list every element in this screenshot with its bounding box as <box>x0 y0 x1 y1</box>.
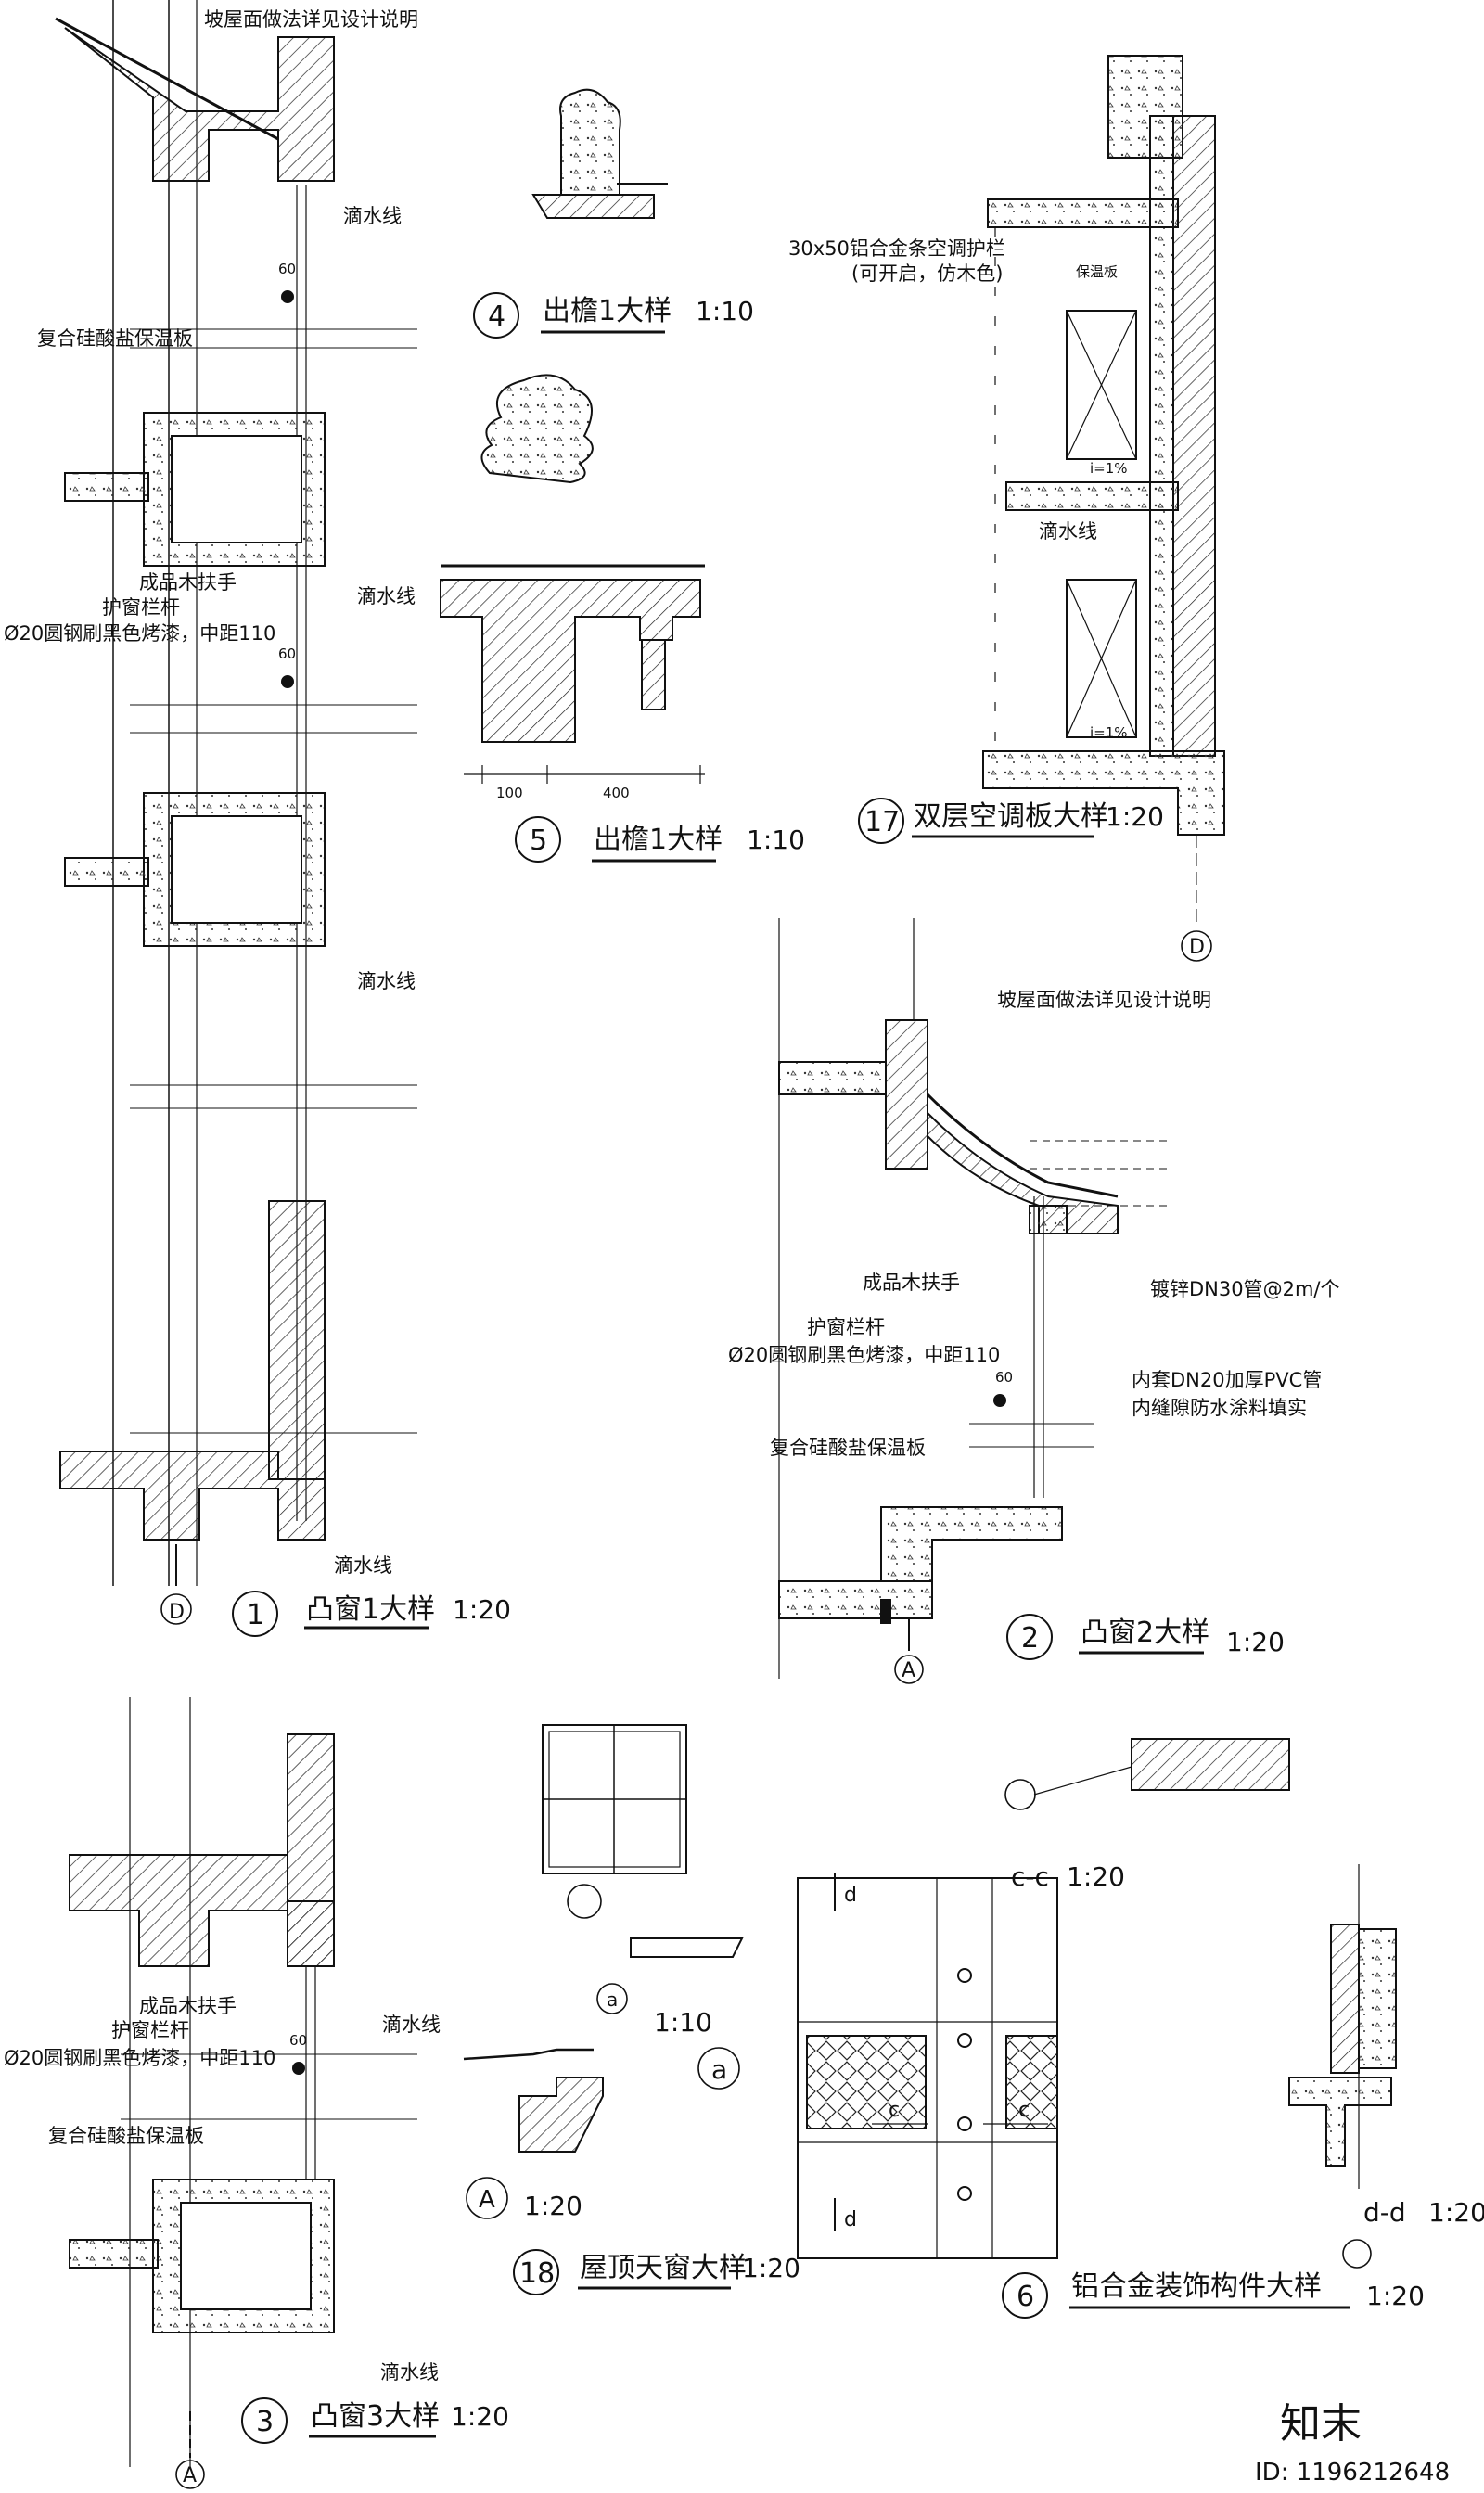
svg-text:2: 2 <box>1021 1622 1039 1655</box>
d2-axis-a: A <box>902 1659 915 1682</box>
d6-c-left: c <box>889 2099 900 2122</box>
d18-a-marker: a <box>607 1988 618 2011</box>
svg-text:4: 4 <box>488 300 505 333</box>
d17-axis-d: D <box>1189 936 1205 959</box>
d3-handrail: 成品木扶手 <box>139 1995 237 2017</box>
d1-guard-spec: Ø20圆钢刷黑色烤漆，中距110 <box>4 622 275 645</box>
d1-roof-note: 坡屋面做法详见设计说明 <box>204 8 418 31</box>
d3-axis-a: A <box>183 2464 197 2487</box>
svg-text:1:20: 1:20 <box>451 2401 509 2432</box>
d1-insulation: 复合硅酸盐保温板 <box>37 327 193 350</box>
d2-guard-spec: Ø20圆钢刷黑色烤漆，中距110 <box>728 1344 1000 1366</box>
d1-handrail: 成品木扶手 <box>139 571 237 594</box>
svg-text:凸窗2大样: 凸窗2大样 <box>1081 1617 1209 1649</box>
svg-text:18: 18 <box>519 2257 555 2290</box>
d2-handrail: 成品木扶手 <box>863 1272 960 1294</box>
svg-text:1:20: 1:20 <box>1366 2281 1425 2311</box>
d5-dim100: 100 <box>496 785 523 801</box>
d6-title-block: 6 铝合金装饰构件大样 1:20 <box>1002 2270 1425 2319</box>
svg-text:1: 1 <box>247 1599 264 1631</box>
d6-c-right: c <box>1018 2099 1030 2122</box>
svg-text:屋顶天窗大样: 屋顶天窗大样 <box>580 2252 747 2284</box>
d3-insulation: 复合硅酸盐保温板 <box>48 2125 204 2147</box>
d6-dd-scale: 1:20 <box>1428 2197 1484 2228</box>
detail-6-aluminum-component <box>797 1738 1397 2269</box>
d3-drip-1: 滴水线 <box>382 2014 441 2036</box>
d17-slope-2: i=1% <box>1090 724 1128 741</box>
d18-A-scale: 1:20 <box>524 2191 582 2221</box>
d17-insul: 保温板 <box>1076 263 1118 280</box>
d2-pipe1: 镀锌DN30管@2m/个 <box>1150 1278 1340 1300</box>
d2-insulation: 复合硅酸盐保温板 <box>770 1437 926 1459</box>
d2-pipe3: 内缝隙防水涂料填实 <box>1132 1397 1307 1419</box>
svg-text:1:20: 1:20 <box>742 2253 800 2283</box>
d5-title-block: 5 出檐1大样 1:10 <box>515 816 805 863</box>
d2-roof-note: 坡屋面做法详见设计说明 <box>997 989 1211 1011</box>
d3-drip-2: 滴水线 <box>380 2361 439 2384</box>
svg-text:6: 6 <box>1017 2281 1034 2313</box>
detail-1-bay-window <box>55 0 417 1625</box>
d3-dim60: 60 <box>289 2032 307 2049</box>
detail-3-bay-window <box>69 1697 417 2489</box>
svg-text:1:10: 1:10 <box>747 825 805 855</box>
d6-d-top: d <box>844 1884 857 1907</box>
d2-guard-bar: 护窗栏杆 <box>807 1316 885 1338</box>
d1-drip-4: 滴水线 <box>334 1554 392 1577</box>
detail-18-skylight <box>463 1724 744 2219</box>
d1-axis-d: D <box>169 1601 185 1624</box>
d1-dim60-1: 60 <box>278 261 296 277</box>
svg-text:凸窗1大样: 凸窗1大样 <box>306 1593 435 1626</box>
d6-d-bottom: d <box>844 2208 857 2231</box>
d18-title-block: 18 屋顶天窗大样 1:20 <box>513 2249 800 2295</box>
d17-drip: 滴水线 <box>1039 520 1097 543</box>
d4-title-block: 4 出檐1大样 1:10 <box>473 292 754 339</box>
svg-text:双层空调板大样: 双层空调板大样 <box>914 800 1108 833</box>
d17-title-block: 17 双层空调板大样 1:20 <box>858 798 1164 844</box>
svg-text:1:20: 1:20 <box>1226 1627 1285 1657</box>
svg-text:凸窗3大样: 凸窗3大样 <box>311 2400 440 2433</box>
svg-text:出檐1大样: 出檐1大样 <box>543 295 672 327</box>
svg-text:1:20: 1:20 <box>1106 801 1164 832</box>
svg-text:5: 5 <box>530 825 547 857</box>
d1-drip-1: 滴水线 <box>343 205 402 227</box>
detail-5-eave <box>440 374 705 784</box>
d6-dd-label: d-d <box>1363 2197 1406 2228</box>
d5-dim400: 400 <box>603 785 630 801</box>
d18-A-bubble: A <box>479 2186 495 2214</box>
detail-4-eave <box>531 88 668 219</box>
svg-text:17: 17 <box>864 806 900 838</box>
d18-a-bubble: a <box>711 2054 727 2085</box>
d2-dim60: 60 <box>995 1369 1013 1386</box>
d1-drip-2: 滴水线 <box>357 585 416 607</box>
d18-a-scale: 1:10 <box>654 2007 712 2038</box>
svg-text:出檐1大样: 出檐1大样 <box>594 824 723 856</box>
d2-title-block: 2 凸窗2大样 1:20 <box>1006 1614 1285 1660</box>
d6-cc-scale: 1:20 <box>1067 1861 1125 1892</box>
d3-guard-bar: 护窗栏杆 <box>111 2019 189 2041</box>
detail-2-bay-window <box>778 918 1169 1684</box>
brand-logo: 知末 <box>1280 2400 1362 2448</box>
svg-text:1:10: 1:10 <box>696 296 754 326</box>
d1-drip-3: 滴水线 <box>357 970 416 992</box>
svg-text:1:20: 1:20 <box>453 1594 511 1625</box>
d17-ac-rail-2: (可开启，仿木色) <box>851 262 1003 285</box>
svg-text:3: 3 <box>256 2406 274 2438</box>
brand-id: ID: 1196212648 <box>1255 2459 1450 2487</box>
detail-17-ac-slab <box>982 55 1225 962</box>
d1-title-block: 1 凸窗1大样 1:20 <box>232 1591 511 1637</box>
svg-text:铝合金装饰构件大样: 铝合金装饰构件大样 <box>1071 2270 1322 2303</box>
d3-title-block: 3 凸窗3大样 1:20 <box>241 2397 509 2444</box>
d17-ac-rail: 30x50铝合金条空调护栏 <box>788 237 1005 260</box>
d2-pipe2: 内套DN20加厚PVC管 <box>1132 1369 1322 1391</box>
d1-guard-bar: 护窗栏杆 <box>102 596 180 619</box>
d1-dim60-2: 60 <box>278 646 296 662</box>
d3-guard-spec: Ø20圆钢刷黑色烤漆，中距110 <box>4 2047 275 2069</box>
brand-watermark: 知末 ID: 1196212648 <box>1255 2400 1450 2487</box>
d6-cc-label: c-c <box>1011 1861 1049 1892</box>
d17-slope-1: i=1% <box>1090 460 1128 477</box>
